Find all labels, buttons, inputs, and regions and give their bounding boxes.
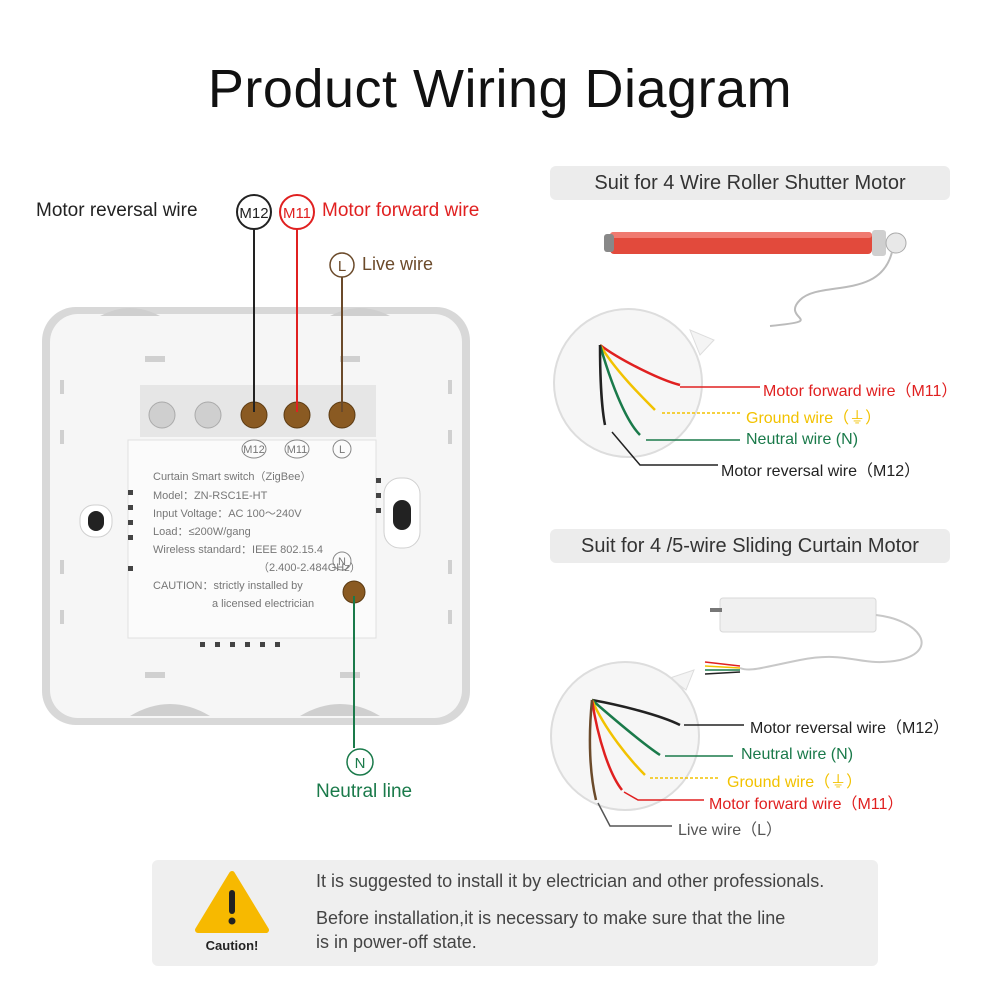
tag-m11: M11	[283, 205, 311, 222]
caution-line-3: is in power-off state.	[316, 932, 477, 952]
panel-line: Model：ZN-RSC1E-HT	[153, 490, 268, 502]
caution-badge: Caution!	[205, 938, 259, 953]
sliding-wire-label: Neutral wire (N)	[741, 746, 854, 763]
label-live-wire: Live wire	[362, 254, 434, 274]
tag-circle-l	[329, 252, 355, 278]
panel-line: Curtain Smart switch（ZigBee）	[153, 470, 311, 483]
panel-line: Input Voltage：AC 100～240V	[153, 508, 302, 520]
sliding-cable	[739, 614, 923, 671]
tag-n: N	[355, 755, 366, 772]
panel-line: （2.400-2.484GHz）	[258, 561, 361, 574]
tag-circle-m12	[236, 194, 272, 230]
sliding-magnifier	[550, 661, 700, 811]
sliding-heading: Suit for 4 /5-wire Sliding Curtain Motor	[550, 529, 950, 563]
tag-l: L	[338, 258, 346, 275]
sliding-wire-label: Motor reversal wire（M12）	[750, 720, 950, 737]
tag-circle-n	[346, 748, 374, 776]
label-motor-forward: Motor forward wire	[322, 200, 480, 221]
roller-wire-label: Ground wire（⏚）	[746, 410, 882, 427]
caution-line-2: Before installation,it is necessary to m…	[316, 908, 786, 928]
terminal-tag-m12: M12	[243, 444, 264, 456]
tag-m12: M12	[239, 205, 268, 222]
terminal-tag-n: N	[338, 556, 346, 568]
page-title: Product Wiring Diagram	[207, 59, 793, 119]
label-motor-reversal: Motor reversal wire	[36, 200, 198, 221]
terminal-tag-m11: M11	[287, 444, 308, 456]
roller-heading: Suit for 4 Wire Roller Shutter Motor	[550, 166, 950, 200]
panel-line: a licensed electrician	[212, 598, 314, 610]
sliding-motor-box	[719, 597, 877, 633]
panel-line: Wireless standard：IEEE 802.15.4	[153, 544, 323, 556]
caution-line-1: It is suggested to install it by electri…	[316, 871, 825, 891]
sliding-wire-label: Motor forward wire（M11）	[709, 796, 904, 813]
tag-circle-m11	[279, 194, 315, 230]
roller-wire-label: Motor reversal wire（M12）	[721, 463, 921, 480]
caution-box	[152, 860, 878, 966]
terminal-tag-l: L	[339, 444, 345, 456]
panel-line: Load：≤200W/gang	[153, 526, 251, 538]
roller-cable	[769, 251, 893, 327]
roller-wire-label: Neutral wire (N)	[746, 431, 859, 448]
panel-line: CAUTION：strictly installed by	[153, 580, 303, 592]
roller-wire-label: Motor forward wire（M11）	[763, 383, 958, 400]
label-neutral-line: Neutral line	[316, 781, 413, 802]
sliding-wire-label: Ground wire（⏚）	[727, 774, 863, 791]
label-plate	[127, 439, 377, 639]
sliding-wire-label: Live wire（L）	[678, 822, 783, 839]
